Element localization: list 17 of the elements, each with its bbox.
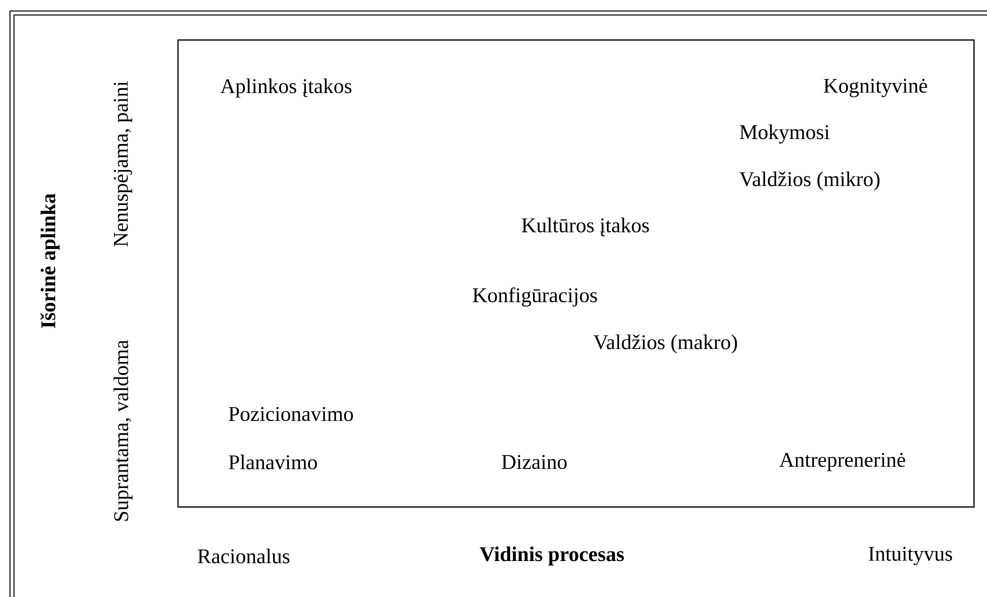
axis-title: Vidinis procesas (480, 546, 624, 566)
school-label: Aplinkos įtakos (220, 78, 352, 98)
school-label: Kognityvinė (824, 78, 928, 98)
school-label: Mokymosi (740, 124, 830, 144)
school-label: Konfigūracijos (472, 287, 597, 307)
school-label: Antreprenerinė (779, 452, 906, 472)
school-label: Planavimo (228, 454, 317, 470)
school-label: Valdžios (mikro) (739, 171, 880, 190)
school-label: Dizaino (502, 454, 567, 470)
axis-label: Suprantama, valdoma (114, 340, 132, 521)
axis-label: Racionalus (198, 548, 290, 564)
axis-title: Išorinė aplinka (40, 194, 60, 328)
axis-label: Nenuspėjama, paini (114, 81, 132, 246)
school-label: Valdžios (makro) (593, 334, 737, 354)
school-label: Kultūros įtakos (522, 218, 649, 236)
school-label: Pozicionavimo (228, 406, 353, 422)
axis-label: Intuityvus (868, 546, 952, 566)
